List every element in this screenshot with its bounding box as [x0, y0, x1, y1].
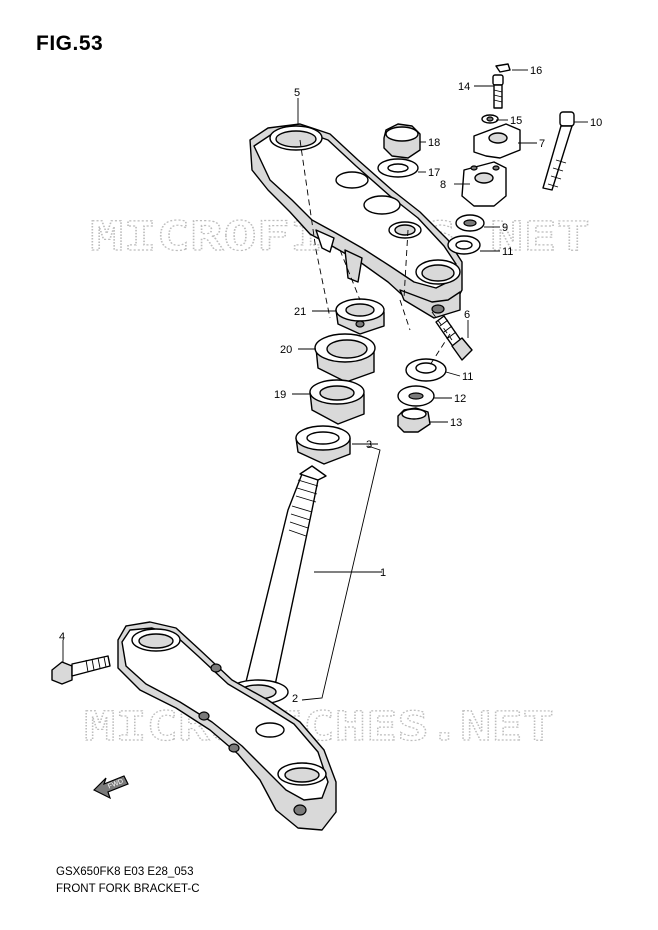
watermark-bottom: MICROFICHES.NET	[84, 704, 554, 750]
callout-5: 5	[294, 87, 300, 99]
upper-bracket	[249, 123, 463, 319]
callout-2: 2	[292, 693, 298, 705]
lower-pinch-bolt	[51, 655, 111, 685]
callout-13: 13	[450, 417, 462, 429]
handlebar-clamps	[461, 123, 521, 207]
stem-nut	[377, 123, 421, 178]
callout-9: 9	[502, 222, 508, 234]
clamp-bolt	[481, 63, 511, 124]
callout-4: 4	[59, 631, 65, 643]
lower-washers	[397, 358, 447, 433]
lower-bracket	[117, 621, 337, 831]
assembly-name: FRONT FORK BRACKET-C	[56, 883, 200, 895]
callout-14: 14	[458, 81, 470, 93]
long-bolt	[542, 111, 575, 191]
callout-20: 20	[280, 344, 292, 356]
callout-3: 3	[366, 439, 372, 451]
callout-19: 19	[274, 389, 286, 401]
steering-stem	[227, 465, 327, 705]
assembly-lines	[299, 139, 453, 366]
callout-16: 16	[530, 65, 542, 77]
callout-7: 7	[539, 138, 545, 150]
model-code: GSX650FK8 E03 E28_053	[56, 866, 194, 878]
callout-1: 1	[380, 567, 386, 579]
callout-6: 6	[464, 309, 470, 321]
pinch-bolt	[435, 315, 473, 361]
forward-arrow: FWD	[92, 775, 129, 800]
upper-washers	[447, 214, 485, 255]
callout-15: 15	[510, 115, 522, 127]
callout-10: 10	[590, 117, 602, 129]
callout-21: 21	[294, 306, 306, 318]
callout-12: 12	[454, 393, 466, 405]
figure-title: FIG.53	[36, 32, 104, 55]
callout-11-lower: 11	[462, 371, 473, 383]
callout-18: 18	[428, 137, 440, 149]
callout-17: 17	[428, 167, 440, 179]
leader-lines	[62, 69, 588, 701]
callout-8: 8	[440, 179, 446, 191]
callout-11-upper: 11	[502, 246, 513, 258]
